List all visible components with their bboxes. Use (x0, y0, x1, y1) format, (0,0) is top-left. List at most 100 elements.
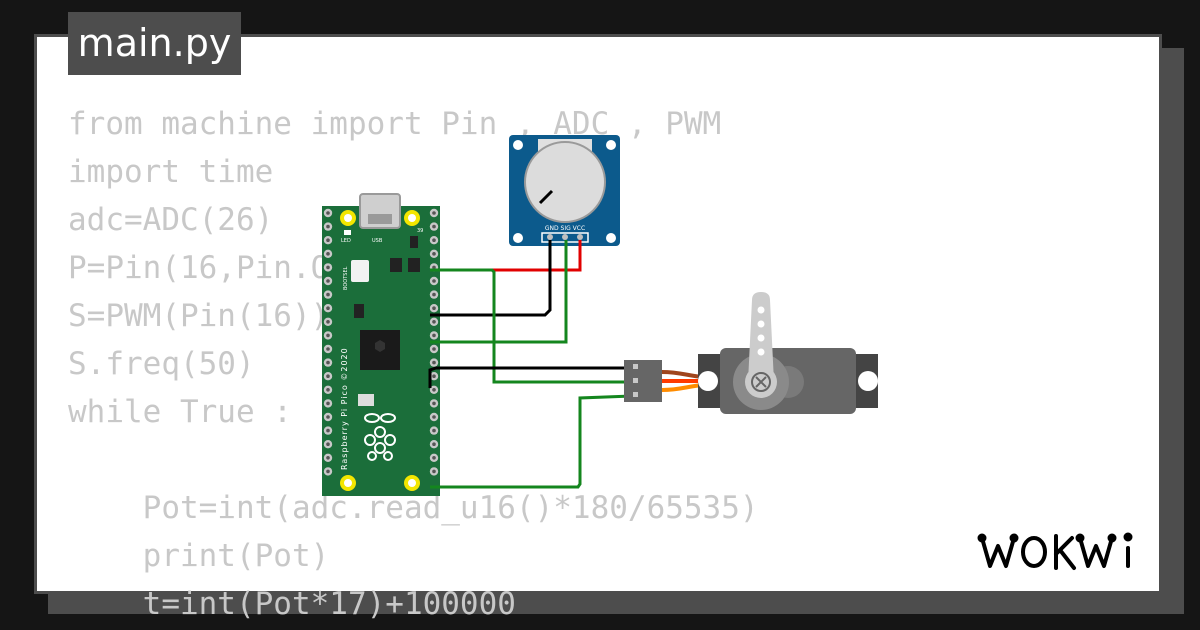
regulator-chip (410, 236, 418, 248)
crystal (358, 394, 374, 406)
bootsel-label: BOOTSEL (343, 266, 349, 290)
connector-pin (633, 364, 638, 369)
header-pin-hole (432, 252, 436, 256)
screw-icon (751, 372, 771, 392)
header-pin-hole (326, 442, 330, 447)
header-pin-hole (432, 292, 436, 297)
header-pin-hole (432, 306, 436, 311)
pico-pin-headers (323, 208, 439, 476)
header-pin-hole (432, 347, 436, 351)
servo-motor[interactable] (624, 292, 878, 414)
header-pin-hole (432, 456, 436, 460)
file-tab-main-py[interactable]: main.py (68, 12, 241, 75)
knob-indicator (538, 189, 554, 205)
smd-component (390, 258, 402, 272)
wire-gnd[interactable] (430, 240, 552, 317)
servo-connector (624, 360, 662, 402)
header-pin-hole (432, 388, 436, 392)
header-pin-hole (326, 401, 330, 406)
header-pin-hole (326, 211, 330, 215)
header-pin-hole (326, 360, 330, 365)
pico-vertical-label: Raspberry Pi Pico ©2020 (340, 347, 349, 470)
header-pin-hole (326, 347, 330, 351)
mount-hole (513, 233, 523, 243)
header-pin-hole (432, 415, 436, 419)
header-pin-hole (432, 469, 436, 474)
header-pin-hole (326, 320, 330, 324)
servo-mount-hole (858, 371, 878, 391)
header-pin-hole (326, 252, 330, 256)
header-pin-hole (326, 388, 330, 392)
header-pin-hole (326, 279, 330, 283)
code-line: adc=ADC(26) (68, 202, 274, 238)
horn-hole (757, 320, 765, 328)
horn-hole (757, 334, 765, 342)
header-pin-hole (432, 401, 436, 406)
code-line: S.freq(50) (68, 346, 255, 382)
header-pin-hole (432, 224, 436, 229)
pin-sig[interactable] (562, 234, 568, 240)
header-pin-hole (432, 428, 436, 433)
header-pin-hole (432, 279, 436, 283)
header-pin-hole (326, 306, 330, 311)
header-pin-hole (326, 456, 330, 460)
header-pin-hole (432, 442, 436, 447)
horn-hole (757, 306, 765, 314)
flash-chip (354, 304, 364, 318)
project-card (34, 34, 1162, 594)
potentiometer-pin-labels: GND SIG VCC (545, 225, 585, 232)
header-pin-hole (326, 265, 330, 270)
wire-signal[interactable] (430, 240, 568, 344)
usb-port (368, 214, 392, 224)
connector-pin (633, 378, 638, 383)
header-pin-hole (326, 333, 330, 338)
header-pin-hole (326, 415, 330, 419)
header-pin-hole (432, 374, 436, 379)
wire-servo-vcc[interactable] (430, 394, 633, 489)
header-pin-hole (432, 333, 436, 338)
potentiometer[interactable]: GND SIG VCC (509, 135, 620, 246)
potentiometer-knob[interactable] (524, 141, 606, 223)
code-line: S=PWM(Pin(16)) (68, 298, 330, 334)
mount-hole (606, 140, 616, 150)
raspberry-logo-icon (364, 413, 396, 461)
mount-hole-center (344, 214, 352, 222)
mount-hole-center (408, 214, 416, 222)
wire-servo-pwm[interactable] (430, 268, 632, 384)
header-pin-hole (326, 428, 330, 433)
usb-label: USB (372, 238, 383, 244)
header-pin-hole (432, 360, 436, 365)
header-pin-hole (432, 320, 436, 324)
header-pin-hole (432, 211, 436, 215)
wire-servo-gnd[interactable] (428, 366, 632, 388)
mount-hole-center (344, 479, 352, 487)
code-line: while True : (68, 394, 292, 430)
connector-pin (633, 392, 638, 397)
led-label: LED (341, 238, 351, 244)
header-pin-hole (326, 469, 330, 474)
servo-mount-hole (698, 371, 718, 391)
code-line: Pot=int(adc.read_u16()*180/65535) (68, 490, 759, 526)
code-line: import time (68, 154, 274, 190)
smd-component (408, 258, 420, 272)
raspberry-pi-pico[interactable]: LED USB 39 BOOTSEL Raspberry Pi Pico ©20… (322, 193, 440, 496)
header-pin-hole (432, 238, 436, 242)
header-pin-hole (326, 374, 330, 379)
screw-cross (755, 376, 767, 388)
header-pin-hole (432, 265, 436, 270)
code-line: print(Pot) (68, 538, 330, 574)
pin-gnd[interactable] (547, 234, 553, 240)
wokwi-logo-icon (977, 532, 1133, 570)
wires (428, 240, 633, 489)
header-pin-hole (326, 224, 330, 229)
header-pin-hole (326, 238, 330, 242)
mount-hole (513, 140, 523, 150)
pin-vcc[interactable] (577, 234, 583, 240)
header-pin-hole (326, 292, 330, 297)
raspberry-chip-logo-icon (375, 340, 385, 352)
horn-hole (757, 348, 765, 356)
mount-hole (606, 233, 616, 243)
bootsel-button[interactable] (351, 260, 369, 282)
mount-hole-center (408, 479, 416, 487)
